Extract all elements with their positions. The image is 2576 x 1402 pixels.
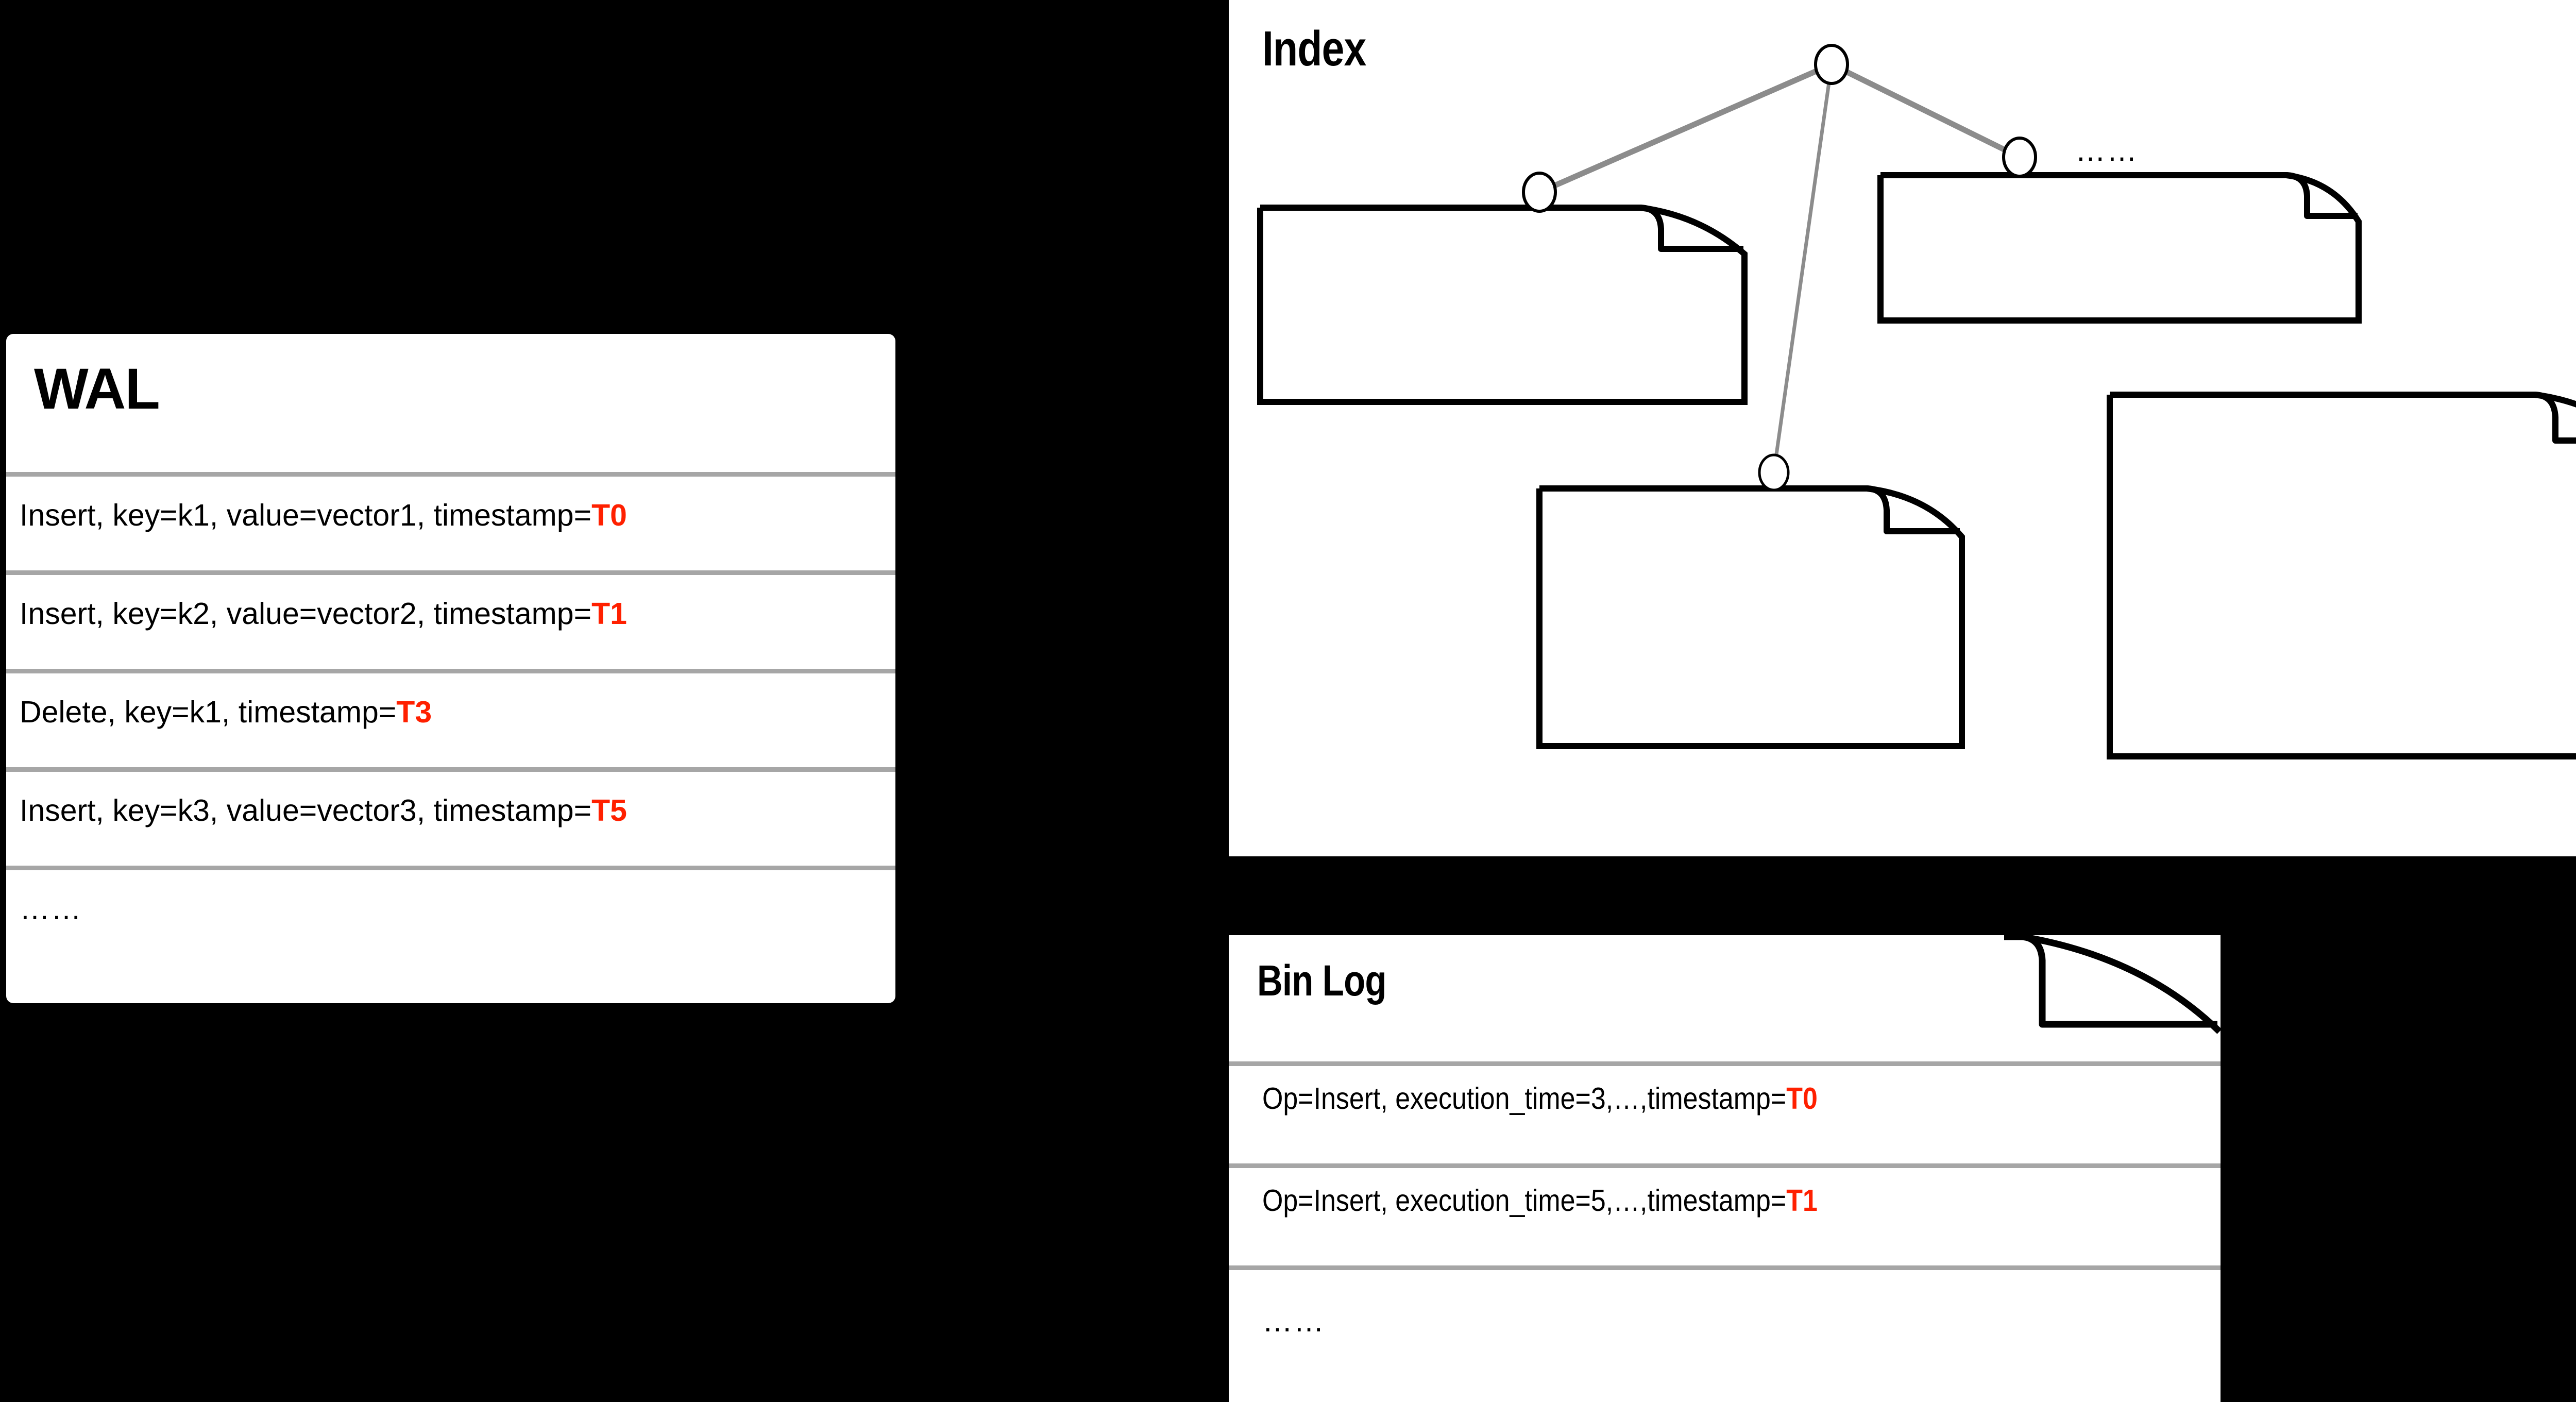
- segment-k1-row-0-timestamp: T0: [1557, 281, 1589, 315]
- bin-log-row-1-text: Op=Insert, execution_time=5,…,timestamp=: [1262, 1184, 1787, 1218]
- wal-row-0: Insert, key=k1, value=vector1, timestamp…: [20, 498, 627, 533]
- bin-log-row-1-timestamp: T1: [1786, 1184, 1818, 1218]
- wal-row-3-timestamp: T5: [591, 793, 627, 827]
- delete-log-more-ellipsis: ……: [2411, 696, 2474, 730]
- bin-log-more-ellipsis: ……: [1262, 1304, 1325, 1338]
- bin-log-row-0-text: Op=Insert, execution_time=3,…,timestamp=: [1262, 1082, 1787, 1116]
- bin-log-divider: [1229, 1265, 2221, 1270]
- wal-row-0-timestamp: T0: [591, 498, 627, 532]
- segment-k1-row-0-text: k1, vector1, timestamp=: [1273, 281, 1557, 315]
- index-title: Index: [1262, 21, 1366, 76]
- bin-log-row-0: Op=Insert, execution_time=3,…,timestamp=…: [1262, 1081, 1818, 1116]
- wal-divider: [6, 570, 895, 575]
- segment-k2-k3-divider: [1539, 547, 1909, 551]
- segment-k2-k3-more-ellipsis: ……: [1685, 711, 1748, 745]
- segment-right-more-ellipsis: ……: [2075, 133, 2138, 167]
- bin-log-row-1: Op=Insert, execution_time=5,…,timestamp=…: [1262, 1183, 1818, 1218]
- wal-row-2-timestamp: T3: [396, 695, 432, 729]
- segment-k2-k3-row-0-text: k2, vector2, timestamp=: [1551, 563, 1836, 597]
- segment-k2-k3-row-1: k3, vector3, timestamp=T5: [1551, 637, 1867, 672]
- segment-k2-k3-divider: [1539, 621, 1909, 626]
- delete-log-row-0-timestamp: T3: [2496, 622, 2528, 656]
- index-panel: [1229, 0, 2576, 856]
- bin-log-divider: [1229, 1163, 2221, 1168]
- wal-title: WAL: [34, 357, 160, 421]
- wal-divider: [6, 767, 895, 772]
- delete-log-title: Delete Log: [2159, 433, 2328, 479]
- bin-log-row-0-timestamp: T0: [1786, 1082, 1818, 1116]
- wal-divider: [6, 669, 895, 673]
- wal-row-0-text: Insert, key=k1, value=vector1, timestamp…: [20, 498, 592, 532]
- wal-row-3-text: Insert, key=k3, value=vector3, timestamp…: [20, 793, 592, 827]
- bin-log-title: Bin Log: [1257, 956, 1386, 1005]
- segment-k1-divider: [1260, 341, 1641, 345]
- wal-divider: [6, 866, 895, 870]
- wal-row-3: Insert, key=k3, value=vector3, timestamp…: [20, 793, 627, 828]
- bin-log-divider: [1229, 1061, 2221, 1066]
- segment-k2-k3-divider: [1539, 695, 1909, 700]
- wal-more-ellipsis: ……: [20, 892, 82, 926]
- wal-row-2-text: Delete, key=k1, timestamp=: [20, 695, 397, 729]
- segment-k2-k3-row-1-timestamp: T5: [1835, 637, 1867, 671]
- segment-k1-divider: [1260, 265, 1641, 269]
- wal-row-1-timestamp: T1: [591, 597, 627, 631]
- delete-log-row-0: k3, delete_pos, …, timestamp=T3: [2127, 621, 2528, 656]
- delete-log-divider: [2110, 680, 2576, 684]
- wal-panel: [6, 334, 895, 1003]
- delete-log-divider: [2110, 605, 2576, 610]
- segment-k1-row-0: k1, vector1, timestamp=T0: [1273, 281, 1588, 316]
- segment-k1-more-ellipsis: ……: [1422, 356, 1485, 390]
- segment-k2-k3-row-1-text: k3, vector3, timestamp=: [1551, 637, 1836, 671]
- segment-k2-k3-row-0-timestamp: T1: [1835, 563, 1867, 597]
- wal-row-2: Delete, key=k1, timestamp=T3: [20, 695, 432, 730]
- wal-row-1-text: Insert, key=k2, value=vector2, timestamp…: [20, 597, 592, 631]
- segment-k2-k3-row-0: k2, vector2, timestamp=T1: [1551, 563, 1867, 598]
- wal-divider: [6, 472, 895, 477]
- delete-log-row-0-text: k3, delete_pos, …, timestamp=: [2127, 622, 2497, 656]
- wal-row-1: Insert, key=k2, value=vector2, timestamp…: [20, 596, 627, 631]
